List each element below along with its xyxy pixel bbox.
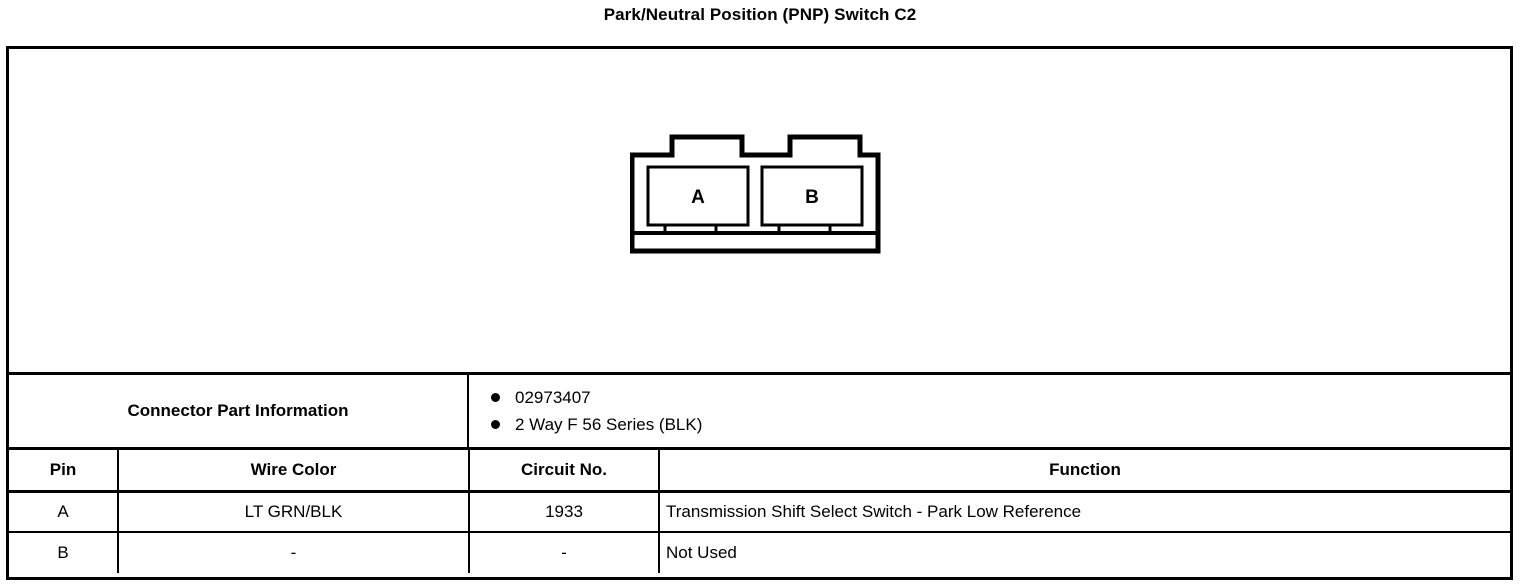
cell-pin: A	[9, 491, 119, 532]
cell-circuit-no: 1933	[469, 491, 660, 532]
cavity-a-label: A	[691, 187, 705, 208]
part-bullet-item: 02973407	[491, 384, 1510, 411]
connector-illustration-pane: A B	[9, 49, 1510, 375]
cavity-tab-dividers	[663, 225, 831, 233]
table-header-row: Pin Wire Color Circuit No. Function	[9, 450, 1510, 491]
bullet-dot-icon	[491, 420, 500, 429]
connector-sheet: A B Connector Part Information 02973407 …	[6, 46, 1513, 580]
bullet-dot-icon	[491, 393, 500, 402]
cavity-b-box	[760, 165, 863, 227]
table-row: B - - Not Used	[9, 532, 1510, 573]
column-header-wire-color: Wire Color	[118, 450, 470, 491]
table-row: A LT GRN/BLK 1933 Transmission Shift Sel…	[9, 491, 1510, 532]
pin-table-body: A LT GRN/BLK 1933 Transmission Shift Sel…	[9, 491, 1510, 573]
cavity-b-label: B	[805, 187, 819, 208]
cell-pin: B	[9, 532, 119, 573]
pin-table-header: Pin Wire Color Circuit No. Function	[9, 450, 1510, 491]
column-header-function: Function	[1049, 459, 1121, 479]
connector-diagram: A B	[629, 131, 890, 266]
connector-part-information-row: Connector Part Information 02973407 2 Wa…	[9, 375, 1510, 450]
column-header-pin: Pin	[9, 450, 119, 491]
part-bullet-item: 2 Way F 56 Series (BLK)	[491, 411, 1510, 438]
cell-circuit-no: -	[469, 532, 660, 573]
part-number-text: 02973407	[515, 388, 591, 407]
column-header-circuit-no: Circuit No.	[469, 450, 660, 491]
cell-function: Transmission Shift Select Switch - Park …	[666, 501, 1082, 521]
pin-table: Pin Wire Color Circuit No. Function A LT…	[9, 450, 1510, 573]
cavity-a-box	[646, 165, 749, 227]
page-title: Park/Neutral Position (PNP) Switch C2	[603, 5, 917, 24]
cell-wire-color: LT GRN/BLK	[118, 491, 470, 532]
cell-wire-color: -	[118, 532, 470, 573]
connector-part-information-values: 02973407 2 Way F 56 Series (BLK)	[469, 375, 1510, 447]
cell-function: Not Used	[666, 543, 737, 562]
part-description-text: 2 Way F 56 Series (BLK)	[515, 415, 703, 434]
connector-outline-icon: A B	[629, 134, 880, 254]
connector-part-information-label: Connector Part Information	[9, 375, 469, 447]
